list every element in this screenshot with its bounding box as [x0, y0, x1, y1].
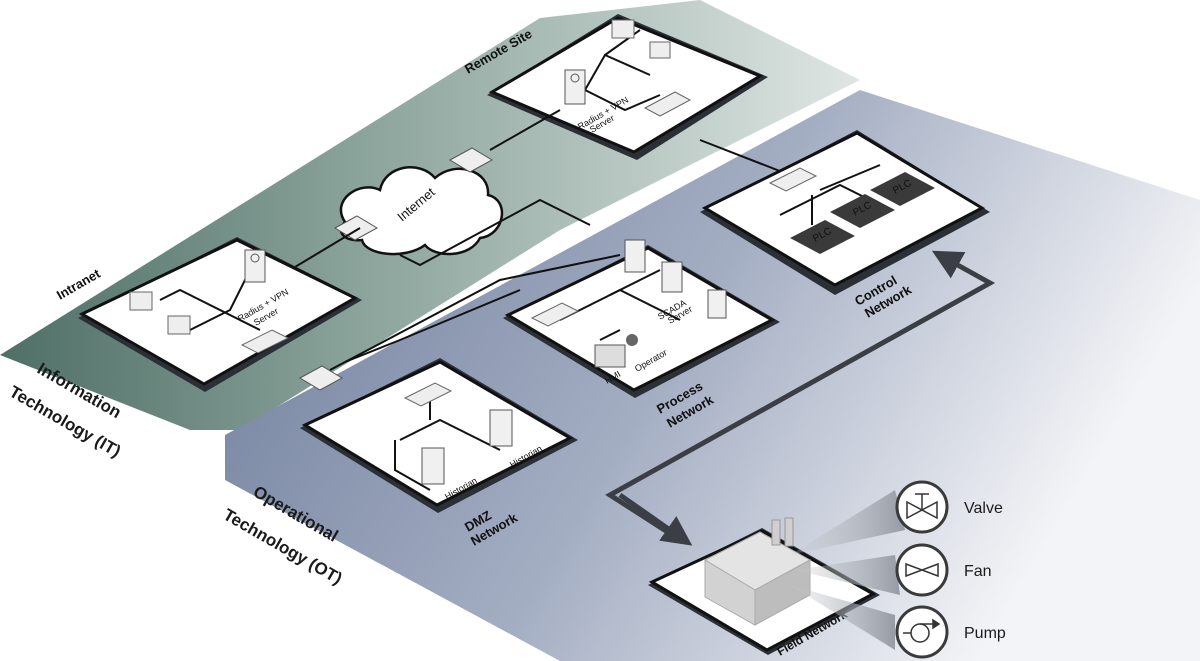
control-flow-arrow [605, 250, 996, 543]
factory-icon [703, 517, 812, 626]
server-icon [564, 69, 586, 105]
router-icon [530, 302, 580, 327]
field-network: Field Network [648, 517, 880, 659]
database-server-icon [421, 409, 513, 485]
router-icon [643, 91, 692, 117]
pump-icon [903, 618, 941, 643]
server-icon [244, 249, 266, 283]
router-icon [403, 382, 453, 407]
workstation-icon [611, 19, 671, 59]
dmz-network: Historian Historian DMZ Network [300, 358, 578, 549]
internet-cloud: Internet [339, 166, 504, 256]
wan-links [289, 109, 791, 371]
fan-legend: Fan [895, 543, 992, 597]
pump-legend: Pump [895, 605, 1006, 659]
workstation-icon [129, 291, 191, 335]
valve-icon [906, 493, 938, 520]
valve-label: Valve [964, 500, 1003, 517]
pump-label: Pump [964, 625, 1006, 642]
router-icon [768, 167, 818, 192]
legend-beam [790, 490, 905, 555]
process-network: SCADA Server Operator HMI Process Networ… [503, 239, 780, 431]
router-icon [240, 329, 290, 354]
control-network: PLC PLC PLC Control Network [700, 130, 990, 321]
remote-site-network: Remote Site Radius + VPN Server [462, 14, 768, 160]
intranet-network: Intranet Radius + VPN Server [54, 237, 362, 392]
control-flow-arrow-tail [618, 492, 693, 546]
legend-beam [795, 555, 900, 595]
plc-icon: PLC PLC PLC [790, 172, 935, 254]
fan-label: Fan [964, 563, 992, 580]
server-icon [624, 239, 727, 319]
operator-icon [594, 334, 638, 368]
valve-legend: Valve [895, 480, 1003, 534]
ot-zone-band [225, 90, 1200, 661]
legend-beam [790, 585, 895, 650]
fan-icon [905, 562, 939, 578]
